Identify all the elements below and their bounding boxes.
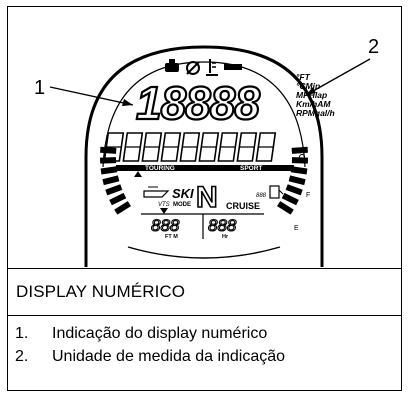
left-bar-gauge xyxy=(99,146,131,215)
callout-1-number: 1 xyxy=(34,77,45,99)
unit-indicators: °FT °CMin MPHlap Km/hAM RPMgal/h xyxy=(296,72,335,118)
gauge-bar-segment xyxy=(99,157,117,164)
main-numeric-display: 18888 xyxy=(136,77,260,129)
gear-indicator: N xyxy=(196,181,218,214)
figure-frame: 1 2 18888 °FT °CMin MPHlap Km/hAM RPMgal… xyxy=(7,6,402,391)
gauge-bar-segment xyxy=(105,184,123,196)
gauge-bar-segment xyxy=(290,166,308,175)
unit-line-4: Km/hAM xyxy=(296,99,331,109)
mode-strip xyxy=(116,165,294,171)
caption-bar: DISPLAY NUMÉRICO xyxy=(8,268,401,316)
gauge-bar-segment xyxy=(291,146,308,154)
gauge-illustration: 1 2 18888 °FT °CMin MPHlap Km/hAM RPMgal… xyxy=(8,7,401,277)
ski-mode-label: MODE xyxy=(173,202,191,208)
unit-line-1: °FT xyxy=(296,72,311,82)
gauge-bar-segment xyxy=(100,166,118,175)
touring-label: TOURING xyxy=(145,165,175,172)
sport-label: SPORT xyxy=(240,165,262,172)
depth-unit: FT M xyxy=(165,234,178,240)
gauge-outline xyxy=(84,45,324,277)
gauge-bar-segment xyxy=(285,184,303,196)
alphanumeric-row xyxy=(103,132,277,162)
unit-line-5: RPMgal/h xyxy=(296,108,335,118)
callout-1-leader xyxy=(49,86,134,106)
oil-icon xyxy=(165,59,179,72)
depth-digits: 888 xyxy=(151,216,180,235)
boat-trim-icon xyxy=(143,186,170,198)
fuel-empty-label: E xyxy=(294,225,299,232)
fuel-full-label: F xyxy=(306,192,310,199)
callout-1-arrow xyxy=(122,99,133,106)
degree-dot xyxy=(299,154,305,160)
legend-number: 2. xyxy=(15,348,29,365)
gauge-bar-segment xyxy=(109,192,127,206)
battery-icon xyxy=(224,64,242,70)
caption-title: DISPLAY NUMÉRICO xyxy=(16,282,186,301)
trim-up-arrow xyxy=(134,171,142,177)
gauge-inner-arc xyxy=(102,61,306,168)
trim-down-arrow xyxy=(160,208,168,214)
gauge-diagram-svg: 1 2 18888 °FT °CMin MPHlap Km/hAM RPMgal… xyxy=(34,36,379,277)
legend-label: Indicação do display numérico xyxy=(52,325,268,342)
temperature-icon xyxy=(206,59,218,76)
callout-2-number: 2 xyxy=(368,36,379,58)
hours-unit: Hr xyxy=(222,234,229,240)
unit-line-2: °CMin xyxy=(296,81,320,91)
callout-2-arrow xyxy=(306,87,316,95)
ski-label: SKI xyxy=(172,186,194,201)
legend-number: 1. xyxy=(15,325,29,342)
small-digits: 888 xyxy=(256,193,267,199)
unit-line-3: MPHlap xyxy=(296,90,327,100)
cruise-label: CRUISE xyxy=(226,201,260,211)
gauge-bar-segment xyxy=(114,201,131,215)
gauge-bar-segment xyxy=(291,157,309,164)
bottom-arc xyxy=(127,246,281,259)
gauge-bar-segment xyxy=(100,146,117,154)
gauge-bar-segment xyxy=(277,201,294,215)
fuel-pump-icon xyxy=(269,185,284,199)
hours-digits: 888 xyxy=(208,216,237,235)
callout-2-leader xyxy=(305,58,371,96)
gauge-bar-segment xyxy=(281,192,299,206)
service-icon xyxy=(186,61,200,75)
vts-label: VTS xyxy=(158,202,170,208)
gauge-bar-segment xyxy=(288,175,306,186)
gauge-bar-segment xyxy=(102,175,120,186)
right-bar-gauge xyxy=(277,146,309,215)
legend-label: Unidade de medida da indicação xyxy=(52,348,286,365)
